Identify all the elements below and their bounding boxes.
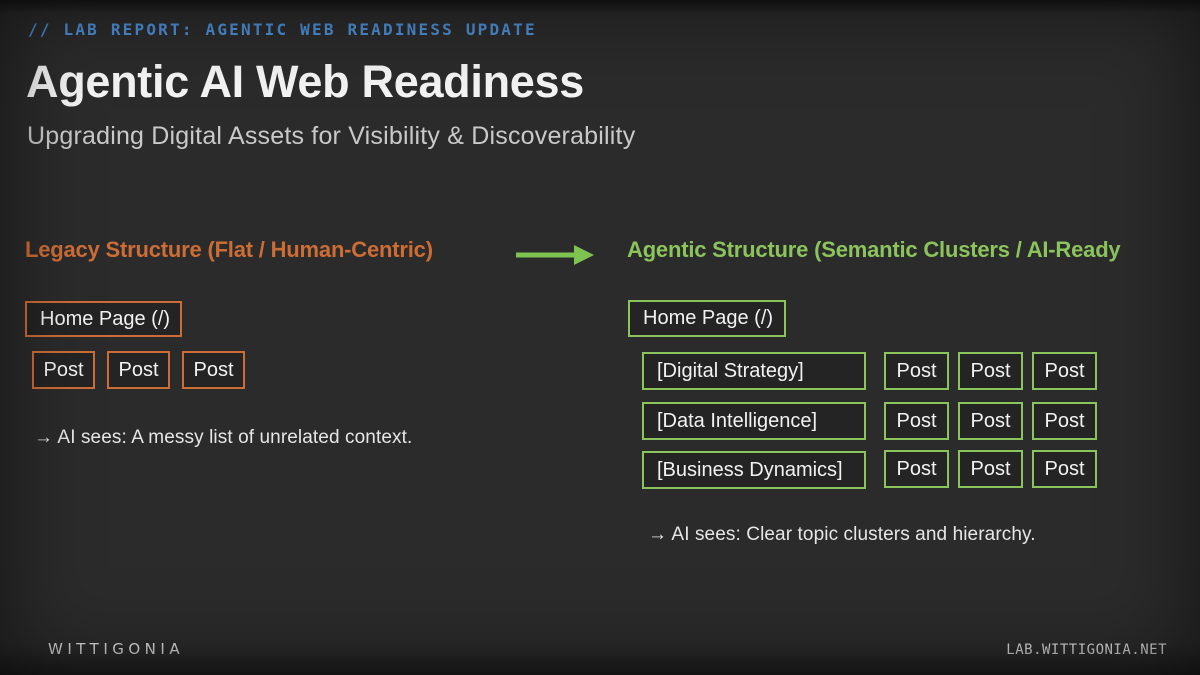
page-subtitle: Upgrading Digital Assets for Visibility …	[27, 122, 636, 150]
agentic-post-node: Post	[884, 402, 949, 440]
cluster-node: [Business Dynamics]	[642, 451, 866, 489]
agentic-home-node: Home Page (/)	[628, 300, 786, 337]
agentic-post-node: Post	[1032, 352, 1097, 390]
page-title: Agentic AI Web Readiness	[26, 56, 584, 107]
agentic-ai-note: → AI sees: Clear topic clusters and hier…	[648, 524, 1036, 545]
legacy-home-node: Home Page (/)	[25, 301, 182, 337]
brand-logo: WITTIGONIA	[48, 640, 185, 658]
agentic-post-node: Post	[1032, 450, 1097, 488]
agentic-section-heading: Agentic Structure (Semantic Clusters / A…	[627, 237, 1121, 262]
legacy-ai-note: → AI sees: A messy list of unrelated con…	[34, 427, 413, 448]
cluster-node: [Data Intelligence]	[642, 402, 866, 440]
agentic-post-node: Post	[1032, 402, 1097, 440]
agentic-post-node: Post	[958, 450, 1023, 488]
legacy-post-node: Post	[32, 351, 95, 389]
kicker-label: // LAB REPORT: AGENTIC WEB READINESS UPD…	[28, 20, 537, 39]
legacy-post-node: Post	[182, 351, 245, 389]
agentic-post-node: Post	[958, 352, 1023, 390]
agentic-post-node: Post	[958, 402, 1023, 440]
legacy-post-node: Post	[107, 351, 170, 389]
agentic-post-node: Post	[884, 352, 949, 390]
agentic-post-node: Post	[884, 450, 949, 488]
footer-url: LAB.WITTIGONIA.NET	[1006, 642, 1167, 658]
cluster-node: [Digital Strategy]	[642, 352, 866, 390]
legacy-section-heading: Legacy Structure (Flat / Human-Centric)	[25, 237, 433, 262]
flow-arrow-icon	[514, 244, 596, 271]
